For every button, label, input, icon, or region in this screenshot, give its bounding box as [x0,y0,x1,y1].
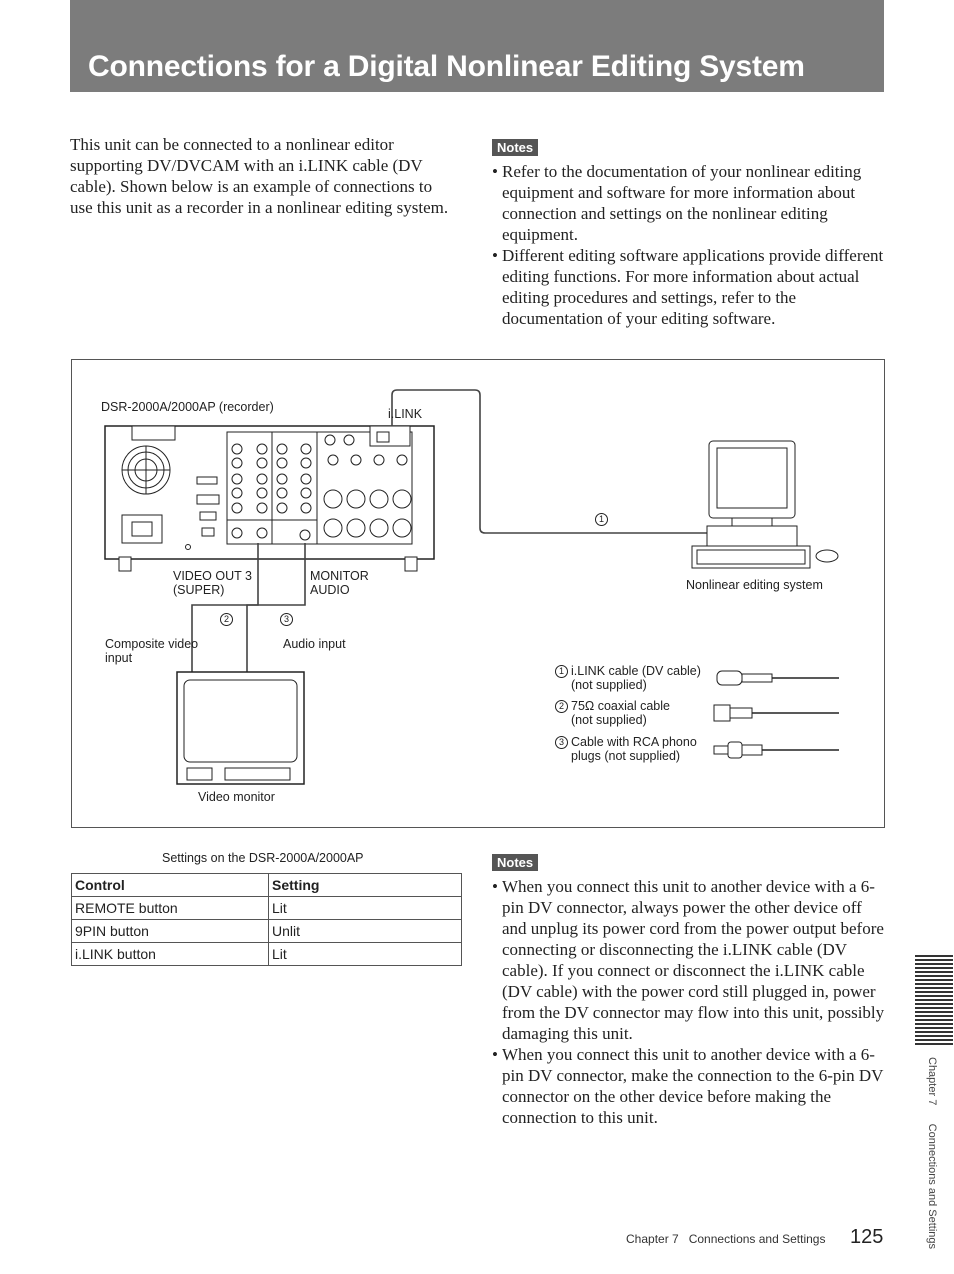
table-cell: i.LINK button [71,942,269,966]
table-header: Setting [268,873,462,897]
nle-computer-drawing [691,440,839,569]
connection-figure: DSR-2000A/2000AP (recorder) i.LINK VIDEO… [71,359,885,828]
intro-paragraph: This unit can be connected to a nonlinea… [70,135,449,217]
marker-3: 3 [280,612,296,626]
marker-1: 1 [595,512,611,526]
recorder-unit-drawing [104,425,435,572]
video-monitor-drawing [176,671,305,785]
notes-top: Notes Refer to the documentation of your… [492,136,884,329]
notes-top-item: Refer to the documentation of your nonli… [492,161,884,245]
footer-chapter: Chapter 7 Connections and Settings [626,1232,826,1246]
ilink-label: i.LINK [388,407,423,421]
table-row: 9PIN button Unlit [71,919,462,943]
notes-top-label: Notes [492,139,539,156]
table-cell: REMOTE button [71,896,269,920]
page-title: Connections for a Digital Nonlinear Edit… [88,50,805,83]
page-number: 125 [850,1226,884,1248]
connection-diagram [104,389,839,785]
settings-caption: Settings on the DSR-2000A/2000AP [162,851,364,865]
composite-input-label: Composite video input [105,637,199,665]
notes-bottom: Notes When you connect this unit to anot… [492,851,885,1128]
notes-bottom-label: Notes [492,854,539,871]
chapter-tab-stripes [915,955,953,1045]
monitor-audio-label: MONITOR AUDIO [310,569,369,597]
table-cell: 9PIN button [71,919,269,943]
nle-label: Nonlinear editing system [686,578,823,592]
notes-bottom-item: When you connect this unit to another de… [492,876,885,1044]
table-row: REMOTE button Lit [71,896,462,920]
table-cell: Unlit [268,919,462,943]
video-monitor-label: Video monitor [198,790,275,804]
table-header-row: Control Setting [71,873,462,897]
title-bar: Connections for a Digital Nonlinear Edit… [70,0,884,92]
side-chapter-text: Chapter 7 Connections and Settings [926,1057,938,1250]
notes-top-item: Different editing software applications … [492,245,884,329]
notes-bottom-item: When you connect this unit to another de… [492,1044,885,1128]
table-cell: Lit [268,896,462,920]
video-out-label: VIDEO OUT 3 (SUPER) [173,569,252,597]
cable-illustrations [713,670,839,759]
marker-2: 2 [220,612,236,626]
table-header: Control [71,873,269,897]
table-row: i.LINK button Lit [71,942,462,966]
recorder-label: DSR-2000A/2000AP (recorder) [101,400,274,414]
audio-input-label: Audio input [283,637,346,651]
table-cell: Lit [268,942,462,966]
settings-table: Control Setting REMOTE button Lit 9PIN b… [71,873,462,966]
